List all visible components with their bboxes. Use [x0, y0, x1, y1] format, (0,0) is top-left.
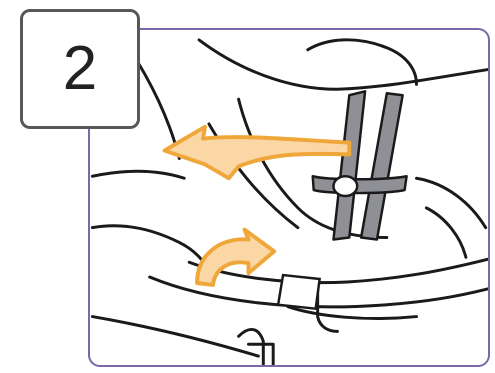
harness-strap-left: [333, 91, 365, 239]
right-wing-inner: [426, 208, 466, 257]
car-seat-illustration: [90, 30, 488, 365]
headrest-curve: [308, 40, 417, 85]
chest-clip-strap: [313, 176, 407, 193]
buckle-tongue: [239, 329, 264, 365]
right-wing: [416, 178, 485, 227]
harness-strap-right: [361, 93, 403, 239]
lower-edge: [92, 317, 258, 357]
curved-lift-arrow: [197, 230, 274, 285]
seat-side-lower: [92, 226, 214, 282]
illustration-frame: [88, 28, 490, 367]
seat-buckle-plate: [278, 275, 320, 309]
harness-slot-left: [318, 287, 338, 331]
step-number: 2: [63, 38, 97, 100]
slide-left-arrow: [164, 127, 349, 178]
seat-side-left: [92, 171, 184, 178]
step-number-box: 2: [20, 9, 140, 129]
chest-clip: [333, 176, 357, 196]
seat-shell-outline: [199, 40, 488, 89]
